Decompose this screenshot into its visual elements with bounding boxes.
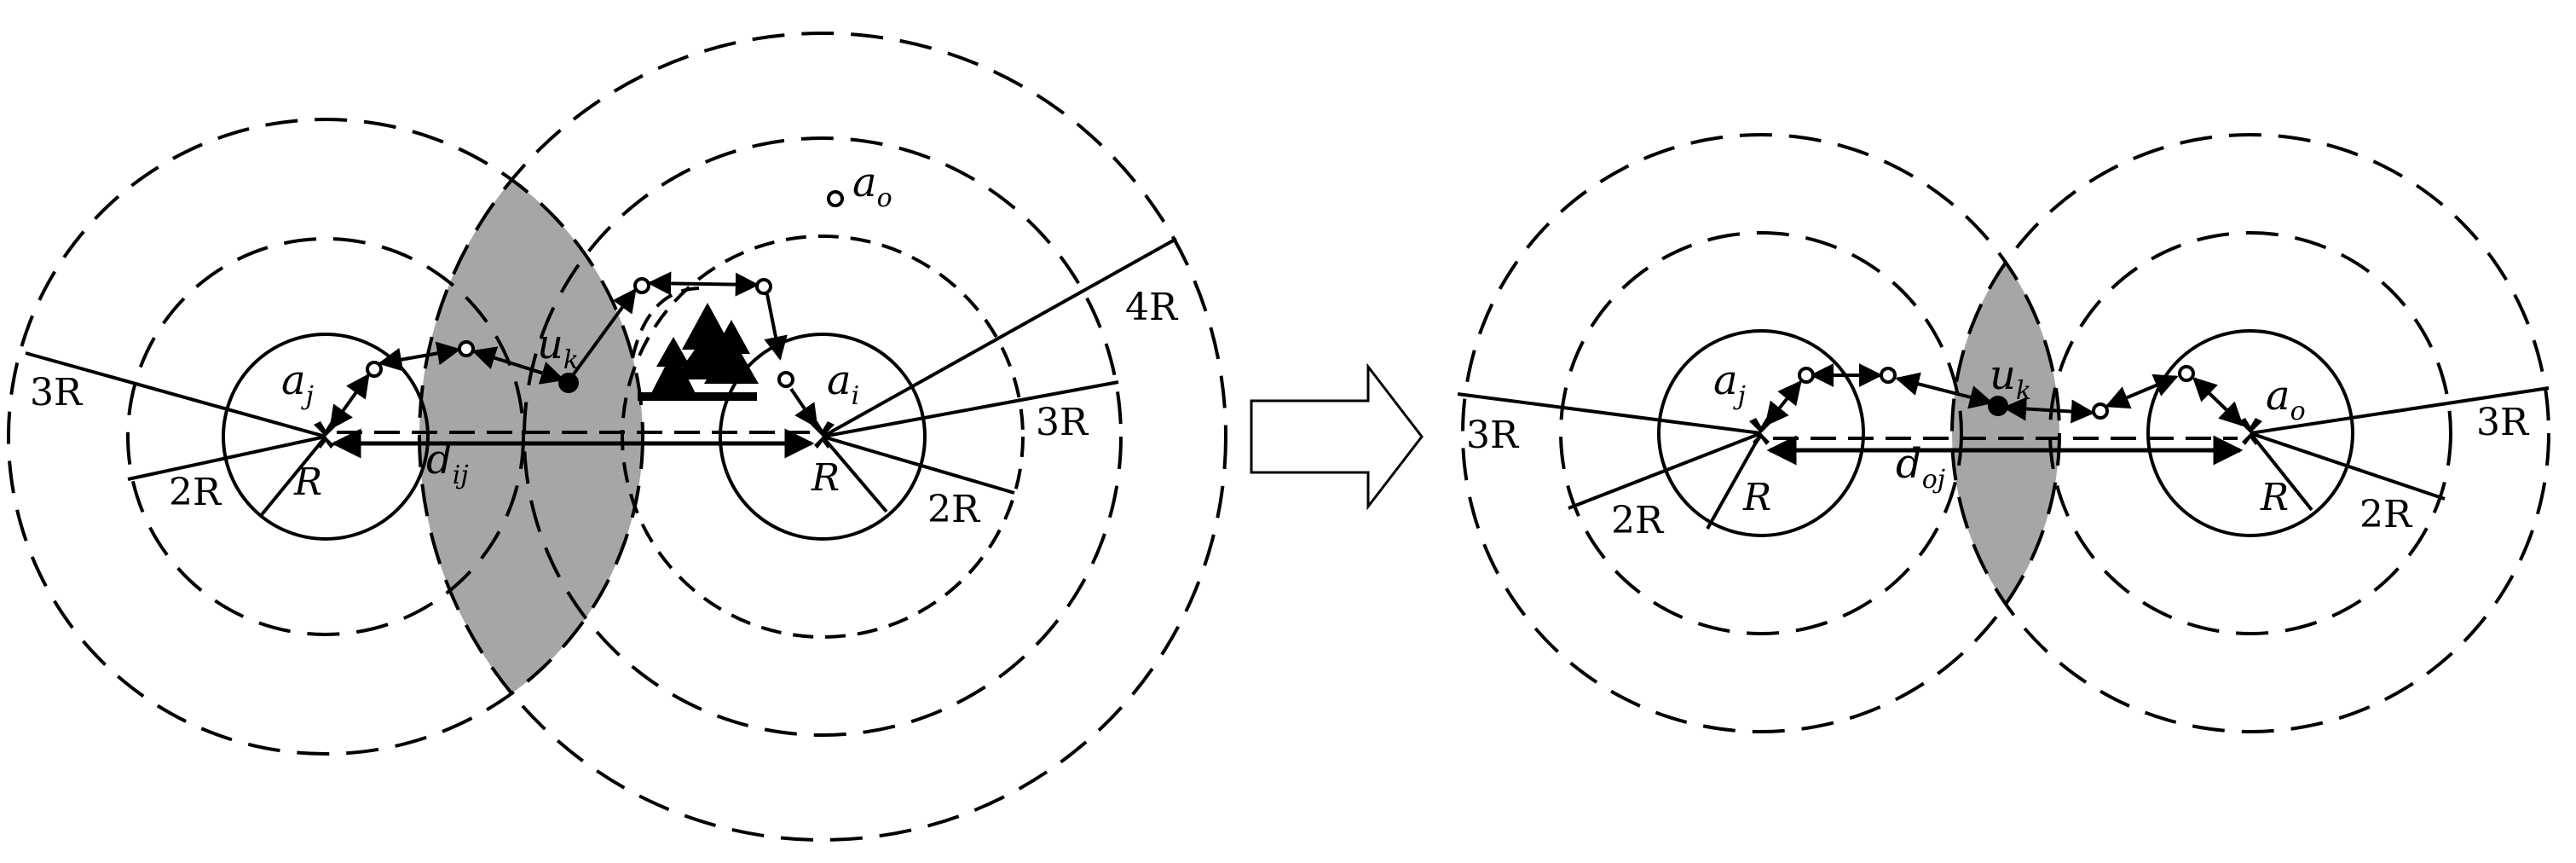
aj-radius-R (258, 435, 327, 518)
agent-markers-right (1749, 418, 2262, 445)
aj2-radius-lines (1457, 392, 1763, 530)
relay-node (1798, 367, 1815, 384)
aj2-radius-3R (1457, 392, 1762, 435)
ao2-agent-icon (2238, 418, 2262, 445)
aj2-circle-R (1657, 329, 1865, 537)
aj2-circle-2R (1559, 231, 1963, 635)
aj2-ring-2R-label: 2R (1611, 499, 1665, 542)
uk2-label: uk (1990, 351, 2031, 406)
ai-radius-2R (822, 435, 1015, 495)
relay-node (458, 340, 475, 357)
aj-ring-2R-label: 2R (169, 471, 222, 514)
ao2-ring-3R-label: 3R (2476, 401, 2530, 444)
left-relay-path (329, 271, 818, 431)
aj-agent-icon (314, 421, 338, 449)
ao2-circle-R (2146, 329, 2354, 537)
aj2-label: aj (1713, 356, 1746, 411)
tree-small (650, 337, 697, 397)
ai-agent-icon (811, 421, 835, 449)
dij-distance (331, 428, 815, 459)
ai-radius-lines (821, 237, 1177, 513)
ai-circle-3R (523, 136, 1123, 737)
aj-ring-3R-label: 3R (30, 371, 84, 414)
uk-label: uk (537, 321, 579, 375)
path-seg-3 (471, 346, 565, 385)
uk-node (1988, 396, 2008, 416)
aj2-ring-R-label: R (1742, 476, 1771, 519)
path-seg-5 (647, 271, 760, 297)
aj-radius-lines (25, 351, 327, 518)
right-relay-path (1765, 363, 2244, 427)
aj2-radius-R (1706, 432, 1763, 530)
agent-markers-left (314, 421, 835, 449)
ao2-radius-R (2249, 432, 2313, 512)
left-nodes (366, 190, 844, 393)
ai-ring-R-label: R (811, 456, 840, 500)
aj-radius-3R (25, 351, 326, 438)
forest-icon (638, 303, 759, 401)
aj2-agent-icon (1749, 418, 1773, 445)
ai-ring-4R-label: 4R (1125, 286, 1179, 329)
relay-node (633, 277, 650, 294)
path-seg-5 (2105, 374, 2179, 409)
left-scenario: aj ai ao uk dij R 2R 3R R 2R 3R 4R (7, 32, 1227, 842)
relay-node (1880, 367, 1897, 384)
relay-node (2092, 403, 2109, 420)
right-scenario: aj ao uk doj R 2R 3R R 2R 3R (1457, 133, 2550, 733)
ao2-label: ao (2266, 372, 2306, 426)
ao-node (827, 190, 844, 207)
ao2-ring-2R-label: 2R (2359, 493, 2413, 536)
tree-medium (704, 320, 759, 384)
relay-node (777, 371, 794, 388)
aj2-ring-3R-label: 3R (1466, 414, 1520, 457)
ao-label: ao (852, 159, 892, 213)
aj2-circle-3R (1461, 133, 2061, 733)
ao2-circle-3R (1950, 133, 2550, 733)
ai-ring-2R-label: 2R (927, 488, 981, 531)
obstacle-boundary (631, 287, 700, 359)
aj2-radius-2R (1568, 432, 1762, 510)
ao2-radius-2R (2250, 432, 2446, 501)
right-labels: aj ao uk doj R 2R 3R R 2R 3R (1466, 351, 2530, 542)
relay-node (755, 278, 772, 295)
ao2-circle-2R (2048, 231, 2452, 635)
ao2-ring-R-label: R (2260, 476, 2289, 519)
path-seg-3 (1895, 372, 1994, 409)
path-seg-4 (571, 287, 637, 377)
ao2-range-circles (1950, 133, 2550, 733)
ao2-radius-3R (2250, 386, 2550, 435)
right-arrow-icon (1250, 362, 1424, 511)
aj-radius-2R (127, 435, 326, 481)
relay-node (366, 361, 383, 378)
ai-ring-3R-label: 3R (1036, 401, 1089, 444)
ai-radius-4R (822, 237, 1177, 438)
doj-distance (1766, 435, 2244, 466)
path-seg-6 (764, 293, 788, 361)
ao2-radius-lines (2249, 386, 2550, 512)
ai-radius-R (821, 435, 888, 513)
doj-label: doj (1896, 440, 1945, 495)
dij-label: dij (426, 436, 469, 490)
path-seg-1 (1765, 379, 1802, 427)
left-labels: aj ai ao uk dij R 2R 3R R 2R 3R 4R (30, 159, 1179, 531)
aj-ring-R-label: R (293, 460, 322, 504)
path-seg-6 (2192, 377, 2244, 426)
relay-node (2178, 365, 2195, 382)
right-nodes (1798, 365, 2195, 420)
ai-radius-3R (822, 380, 1119, 438)
aj-label: aj (281, 356, 314, 411)
path-seg-7 (789, 387, 818, 429)
forest-ground (638, 392, 757, 401)
path-seg-4 (2002, 397, 2095, 424)
path-seg-1 (329, 373, 370, 431)
path-seg-2 (378, 341, 461, 372)
aj2-range-circles (1461, 133, 2061, 733)
uk-node (558, 373, 579, 393)
ai-label: ai (827, 356, 859, 411)
